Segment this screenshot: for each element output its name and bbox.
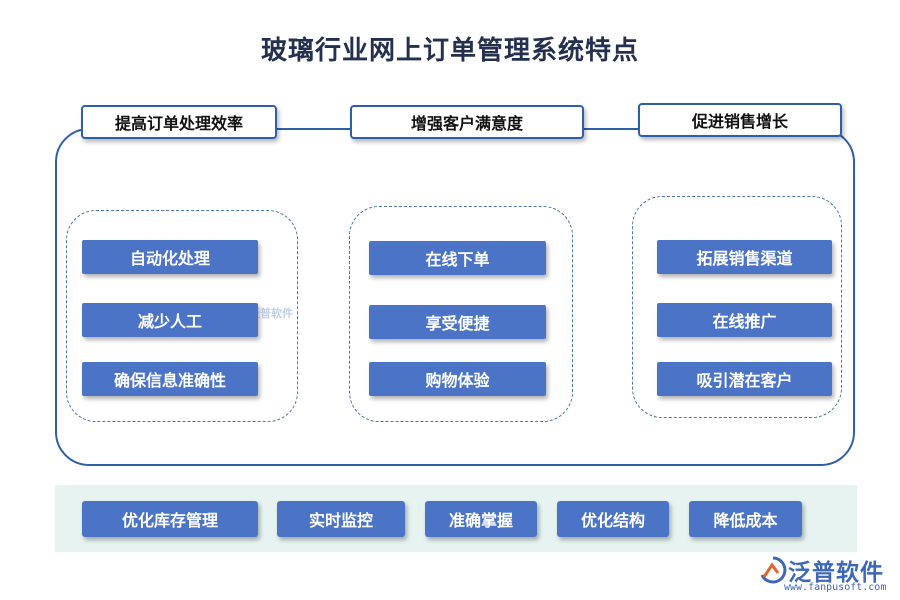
column-header-efficiency: 提高订单处理效率 [81,105,277,139]
bottom-item-structure: 优化结构 [557,501,669,537]
item-automation: 自动化处理 [82,240,258,274]
column-header-sales: 促进销售增长 [638,103,842,137]
bottom-item-cost: 降低成本 [689,501,802,537]
watermark-icon [232,306,246,320]
bottom-item-grasp: 准确掌握 [425,501,537,537]
item-shopping-experience: 购物体验 [369,362,546,396]
group-efficiency [66,210,298,422]
item-accuracy: 确保信息准确性 [82,362,258,396]
page-title: 玻璃行业网上订单管理系统特点 [260,36,639,66]
item-online-order: 在线下单 [369,241,546,275]
bottom-item-monitoring: 实时监控 [277,501,405,537]
item-reduce-labor: 减少人工 [82,303,258,337]
item-online-promotion: 在线推广 [657,303,832,337]
logo-mark-icon [760,556,787,584]
group-sales [632,196,842,418]
item-sales-channels: 拓展销售渠道 [657,240,832,274]
brand-logo: 泛普软件 www.fanpusoft.com [758,553,888,597]
group-satisfaction [349,206,573,422]
watermark: 泛普软件 [232,305,293,321]
logo-text: 泛普软件 [788,560,884,586]
column-header-satisfaction: 增强客户满意度 [350,105,584,139]
item-convenience: 享受便捷 [369,305,546,339]
logo-url: www.fanpusoft.com [784,582,887,593]
watermark-text: 泛普软件 [249,307,293,320]
bottom-item-inventory: 优化库存管理 [82,501,258,537]
item-potential-customers: 吸引潜在客户 [657,362,832,396]
